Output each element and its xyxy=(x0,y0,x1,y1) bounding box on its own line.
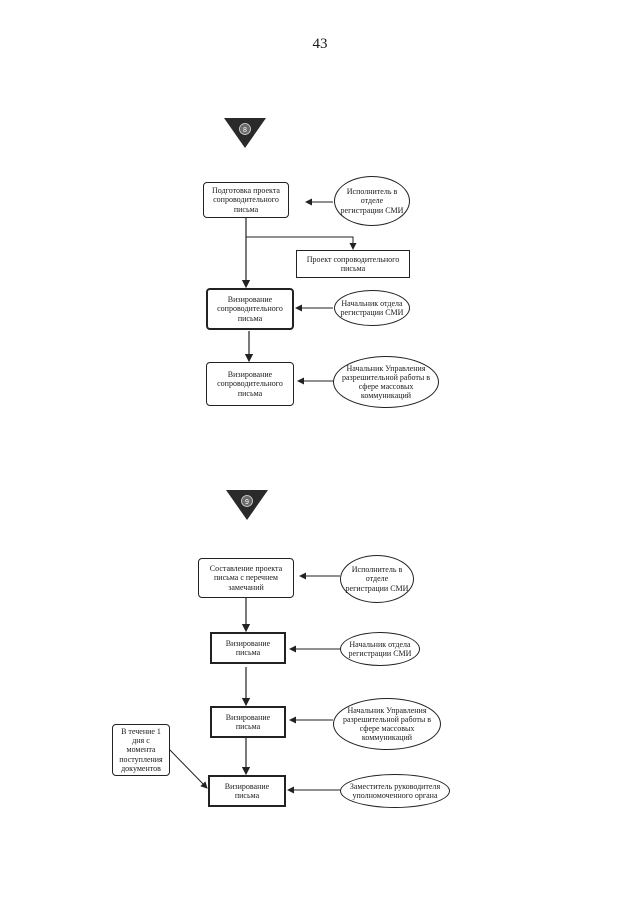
timing-note: В течение 1 дня с момента поступления до… xyxy=(112,724,170,776)
connector-marker-9: 9 xyxy=(226,490,268,520)
actor-executor: Исполнитель в отделе регистрации СМИ xyxy=(334,176,410,226)
page-number: 43 xyxy=(312,36,328,52)
process-step-approve-1: Визирование письма xyxy=(210,632,286,664)
marker-label: 9 xyxy=(245,499,249,506)
process-step-approve-2: Визирование сопроводительного письма xyxy=(206,362,294,406)
process-step-compose-letter: Составление проекта письма с перечнем за… xyxy=(198,558,294,598)
connector-marker-8: 8 xyxy=(224,118,266,148)
marker-label: 8 xyxy=(243,127,247,134)
actor-directorate-head: Начальник Управления разрешительной рабо… xyxy=(333,698,441,750)
process-step-approve-2: Визирование письма xyxy=(210,706,286,738)
actor-executor: Исполнитель в отделе регистрации СМИ xyxy=(340,555,414,603)
process-step-prepare-draft: Подготовка проекта сопроводительного пис… xyxy=(203,182,289,218)
process-step-approve-3: Визирование письма xyxy=(208,775,286,807)
actor-department-head: Начальник отдела регистрации СМИ xyxy=(340,632,420,666)
process-step-approve-1: Визирование сопроводительного письма xyxy=(206,288,294,330)
actor-deputy-head: Заместитель руководителя уполномоченного… xyxy=(340,774,450,808)
arrow-step1-to-output xyxy=(246,236,357,250)
output-document-draft: Проект сопроводительного письма xyxy=(296,250,410,278)
actor-directorate-head: Начальник Управления разрешительной рабо… xyxy=(333,356,439,408)
arrow-note-to-step4 xyxy=(167,747,208,789)
actor-department-head: Начальник отдела регистрации СМИ xyxy=(334,290,410,326)
